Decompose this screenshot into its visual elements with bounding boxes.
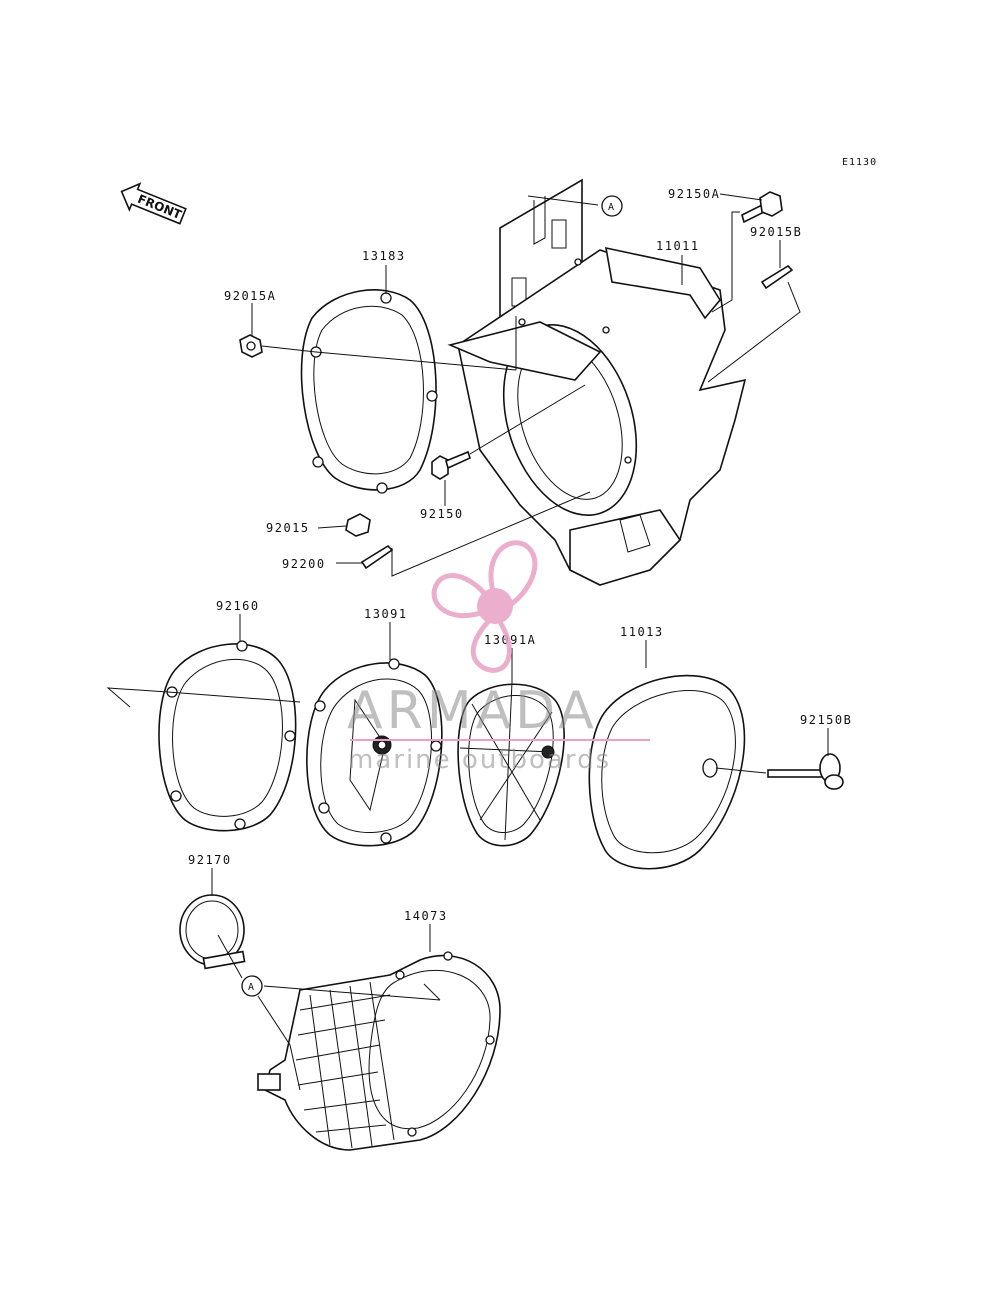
watermark: ARMADA marine outboards [347,540,650,775]
label-92200: 92200 [282,557,326,571]
front-arrow-icon: FRONT [120,182,187,225]
label-14073: 14073 [404,909,448,923]
label-92170: 92170 [188,853,232,867]
label-13091: 13091 [364,607,408,621]
gasket-13183 [300,289,438,494]
intake-duct-14073 [257,951,501,1151]
label-92015: 92015 [266,521,310,535]
label-11011: 11011 [656,239,700,253]
front-label: FRONT [136,192,185,222]
air-duct-assembly [447,178,747,586]
ref-mark-label-top: A [608,202,615,213]
label-92150a: 92150A [668,187,720,201]
propeller-logo-icon [431,540,538,673]
clip-92200-icon [360,544,394,570]
air-filter-11013 [588,674,746,870]
clamp-92170 [179,894,246,970]
diagram-code: E1130 [842,157,877,168]
ref-marker-bottom: A [241,975,263,997]
cage-13091a [457,681,565,847]
label-92150b: 92150B [800,713,852,727]
nut-92015a-icon [239,334,263,358]
label-92150: 92150 [420,507,464,521]
bolt-92150-icon [431,450,471,480]
nut-92015-icon [345,513,371,537]
cover-13091 [306,658,443,847]
label-13183: 13183 [362,249,406,263]
leader-lines [106,193,829,1091]
clip-92015b-icon [760,264,794,290]
bolt-92150a-icon [741,191,783,224]
label-11013: 11013 [620,625,664,639]
label-92015b: 92015B [750,225,802,239]
ref-mark-label-bottom: A [248,982,255,993]
watermark-subtitle: marine outboards [348,745,611,775]
label-92160: 92160 [216,599,260,613]
ref-marker-top: A [601,195,623,217]
watermark-title: ARMADA [347,681,598,741]
gasket-92160 [158,640,297,832]
label-92015a: 92015A [224,289,276,303]
wing-bolt-92150b-icon [767,753,844,790]
